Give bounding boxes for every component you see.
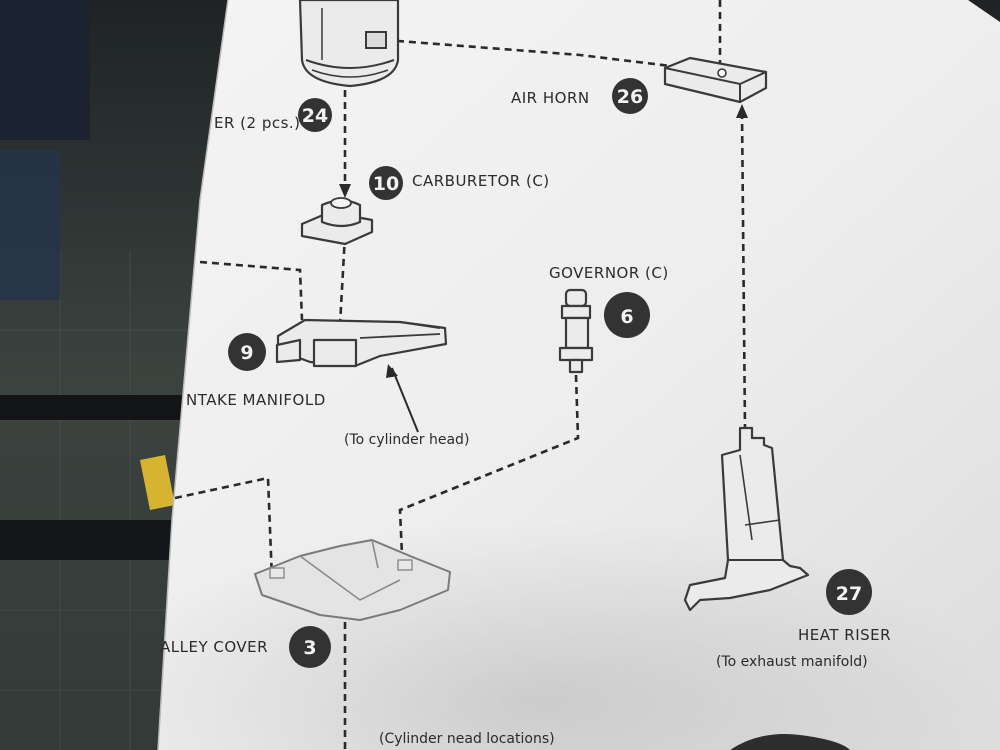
- cylinder-head-pointer: [391, 367, 419, 433]
- label-intake-manifold: NTAKE MANIFOLD: [186, 391, 326, 409]
- label-air-cleaner: ER (2 pcs.): [214, 114, 301, 132]
- label-valley-cover: ALLEY COVER: [160, 638, 268, 656]
- badge-valley-cover-number: 3: [303, 637, 316, 659]
- intake-manifold-part: [275, 318, 448, 368]
- carburetor-part: [300, 197, 374, 246]
- valley-cover-part: [254, 539, 451, 621]
- dark-bar: [0, 520, 190, 560]
- label-to-cylinder-head: (To cylinder head): [344, 432, 469, 448]
- partial-part-bottom: [730, 734, 850, 750]
- badge-intake-manifold-number: 9: [240, 342, 253, 364]
- badge-valley-cover: 3: [289, 626, 331, 668]
- badge-heat-riser: 27: [826, 569, 872, 615]
- heat-riser-part: [683, 426, 810, 612]
- label-governor: GOVERNOR (C): [549, 264, 669, 282]
- label-cylinder-head-locations: (Cylinder nead locations): [379, 731, 555, 747]
- blue-object-lower: [0, 150, 60, 300]
- badge-air-cleaner-number: 24: [302, 105, 328, 127]
- badge-air-horn: 26: [612, 78, 648, 114]
- badge-air-horn-number: 26: [617, 86, 643, 108]
- badge-intake-manifold: 9: [228, 333, 266, 371]
- badge-carburetor: 10: [369, 166, 403, 200]
- badge-heat-riser-number: 27: [836, 583, 862, 605]
- air-cleaner-part: [298, 0, 400, 88]
- label-to-exhaust-manifold: (To exhaust manifold): [716, 654, 868, 670]
- badge-governor-number: 6: [620, 306, 633, 328]
- governor-part: [558, 288, 594, 374]
- badge-carburetor-number: 10: [373, 173, 399, 195]
- blue-object: [0, 0, 90, 140]
- air-horn-part: [663, 56, 768, 104]
- label-heat-riser: HEAT RISER: [798, 626, 891, 644]
- label-carburetor: CARBURETOR (C): [412, 172, 550, 190]
- label-air-horn: AIR HORN: [511, 89, 590, 107]
- dark-ruler: [0, 395, 200, 420]
- badge-air-cleaner: 24: [298, 98, 332, 132]
- badge-governor: 6: [604, 292, 650, 338]
